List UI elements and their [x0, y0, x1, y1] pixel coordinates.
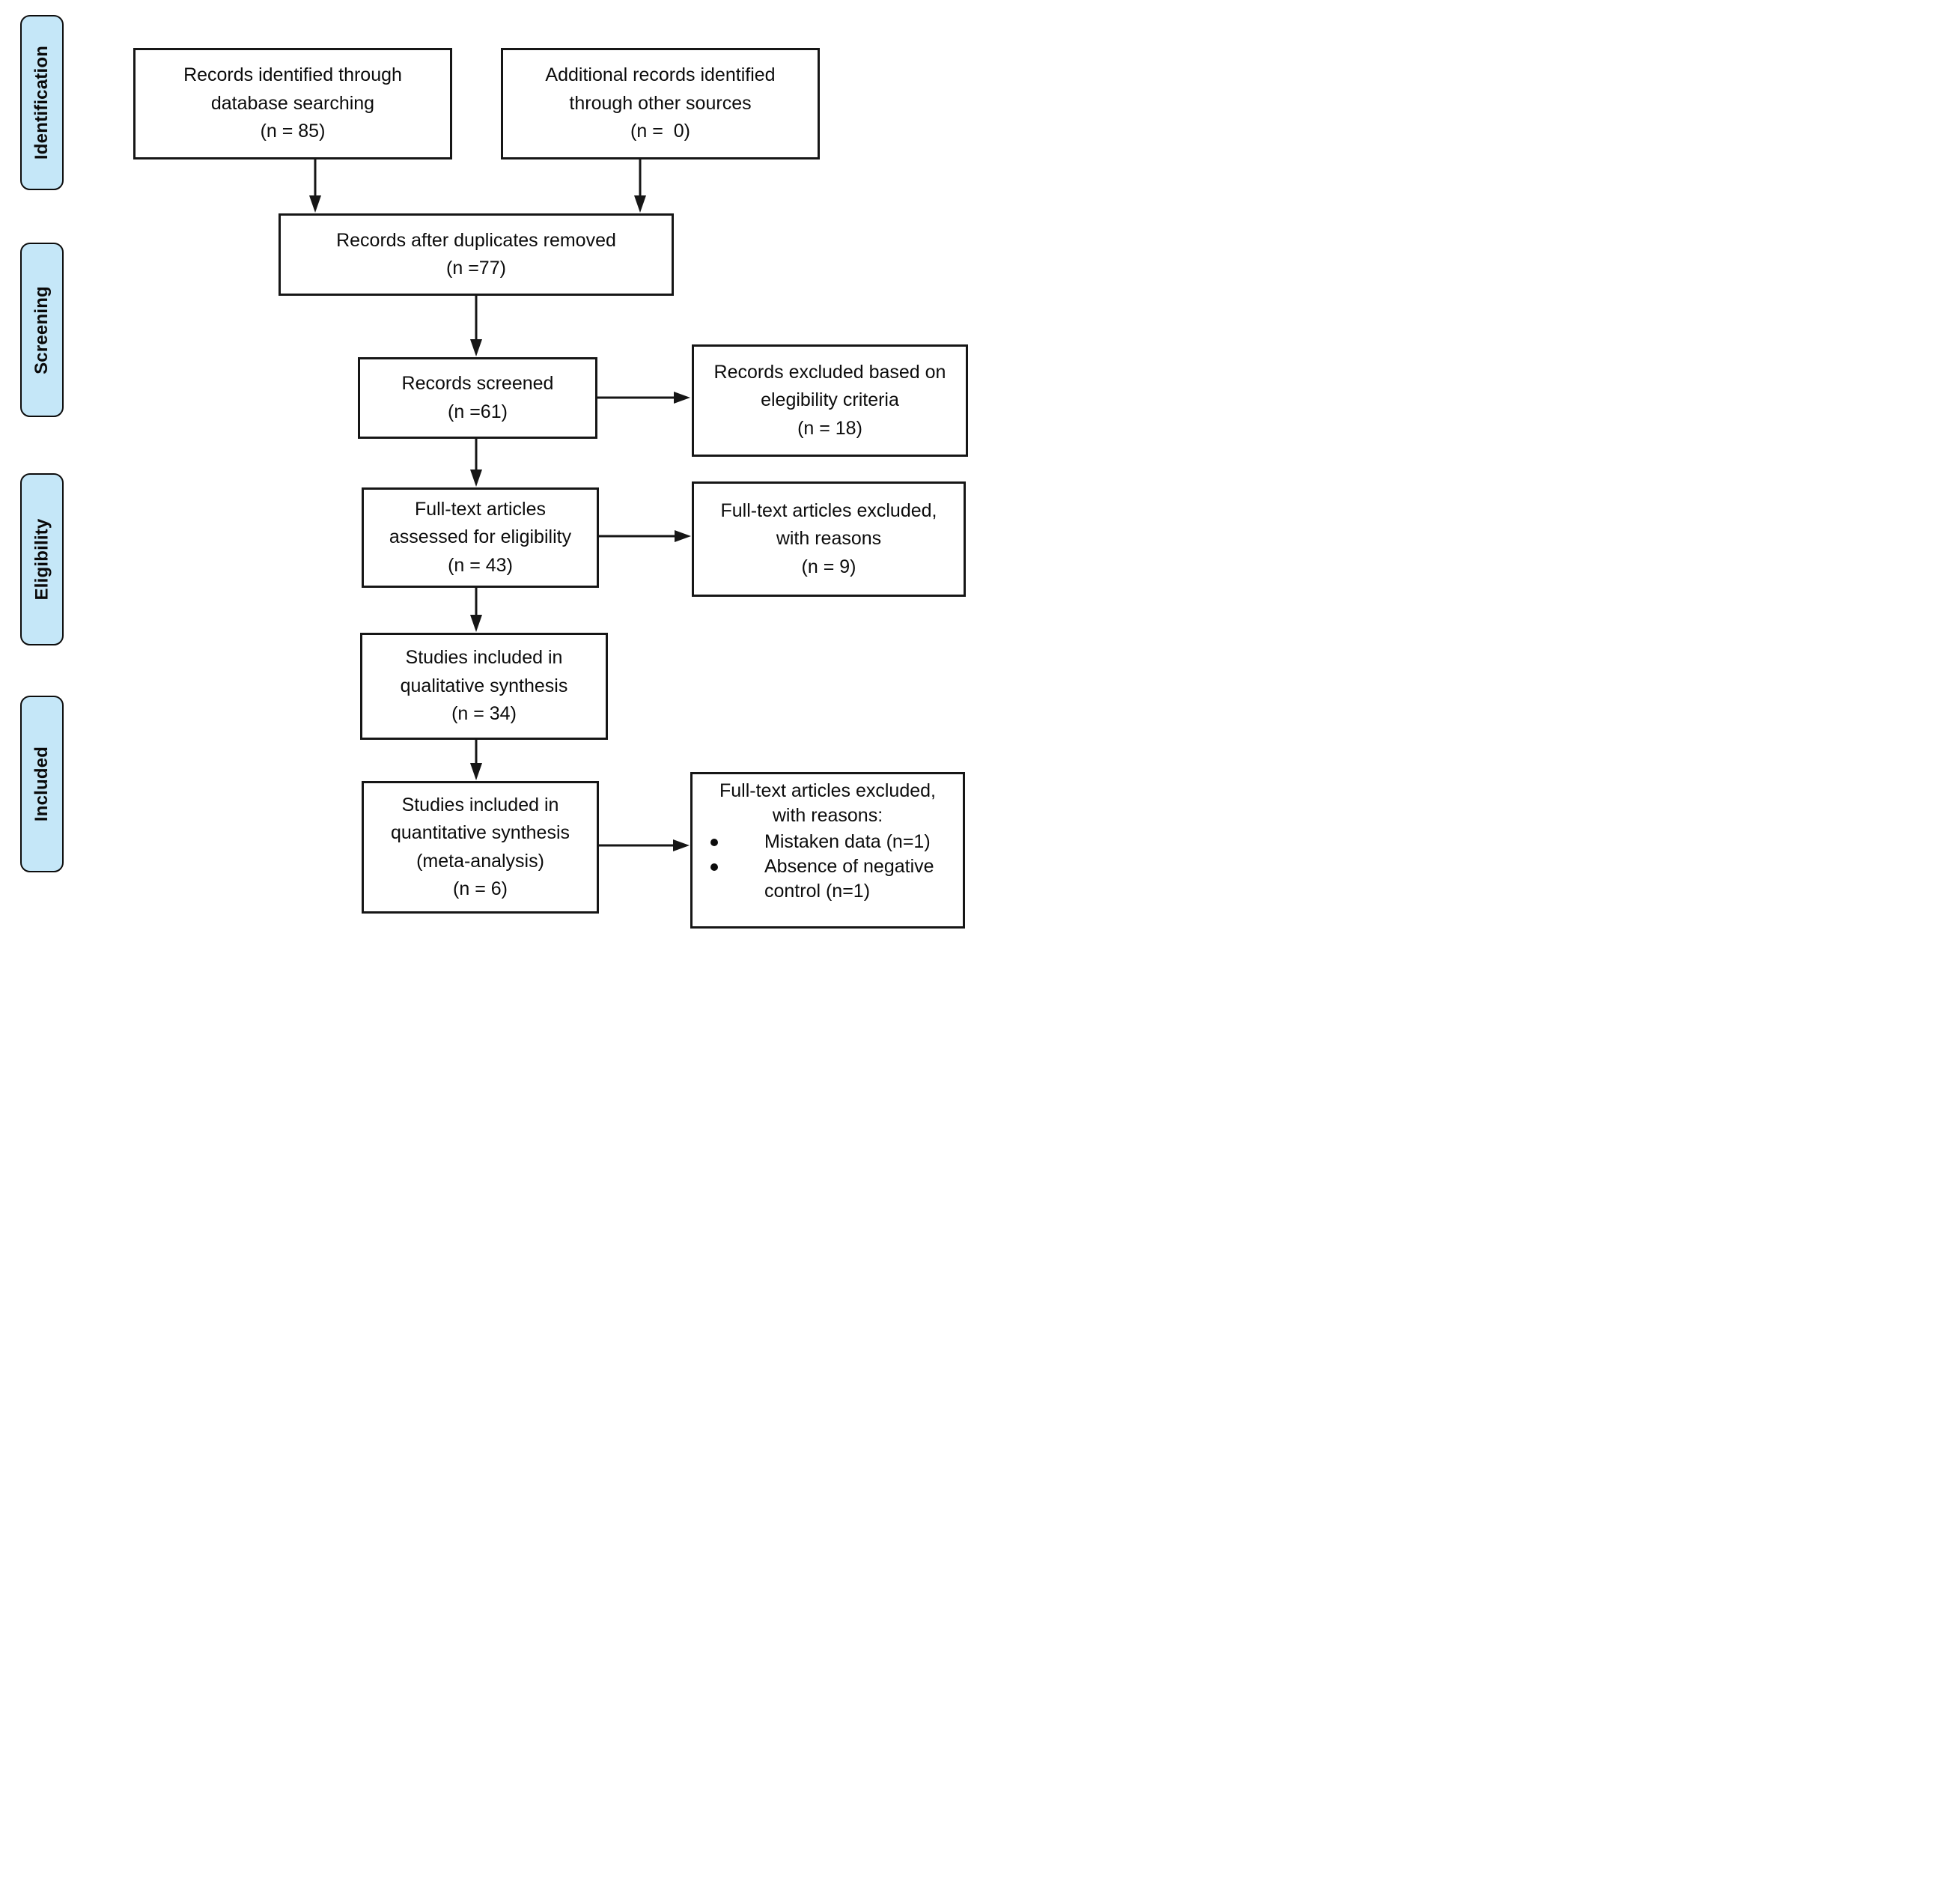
excluded-meta-bullet-list: Mistaken data (n=1) Absence of negative …: [693, 830, 963, 904]
arrow-additional-to-dedup-head: [634, 195, 646, 213]
arrow-fulltext-to-qualitative-head: [470, 615, 482, 632]
stage-identification-label: Identification: [31, 45, 52, 160]
box-quantitative-synthesis: Studies included in quantitative synthes…: [362, 781, 599, 914]
bullet-item-absence-control-text: Absence of negative control (n=1): [764, 856, 934, 902]
arrow-screened-to-excluded-head: [674, 392, 690, 404]
box-after-duplicates: Records after duplicates removed (n =77): [279, 213, 674, 296]
arrow-qualitative-to-quantitative-head: [470, 763, 482, 780]
prisma-flow-diagram: Identification Screening Eligibility Inc…: [0, 0, 980, 942]
stage-identification: Identification: [20, 15, 64, 190]
bullet-dot: [710, 839, 718, 846]
box-qualitative-synthesis-text: Studies included in qualitative synthesi…: [400, 647, 568, 725]
box-fulltext-assessed-text: Full-text articles assessed for eligibil…: [389, 498, 572, 576]
stage-eligibility-label: Eligibility: [31, 518, 52, 601]
box-qualitative-synthesis: Studies included in qualitative synthesi…: [360, 633, 608, 740]
stage-included: Included: [20, 696, 64, 872]
bullet-dot: [710, 863, 718, 871]
box-excluded-meta-heading: Full-text articles excluded, with reason…: [719, 780, 936, 826]
arrow-dedup-to-screened-head: [470, 339, 482, 356]
box-after-duplicates-text: Records after duplicates removed (n =77): [336, 229, 616, 279]
box-records-excluded-text: Records excluded based on elegibility cr…: [713, 361, 946, 439]
box-records-excluded: Records excluded based on elegibility cr…: [692, 344, 968, 457]
box-records-identified: Records identified through database sear…: [133, 48, 452, 159]
stage-screening-label: Screening: [31, 285, 52, 374]
stage-eligibility: Eligibility: [20, 473, 64, 645]
arrow-identified-to-dedup-head: [309, 195, 321, 213]
arrow-screened-to-fulltext-head: [470, 470, 482, 487]
stage-included-label: Included: [31, 746, 52, 822]
box-records-identified-text: Records identified through database sear…: [183, 64, 402, 142]
box-fulltext-excluded-text: Full-text articles excluded, with reason…: [720, 499, 937, 577]
box-records-screened: Records screened (n =61): [358, 357, 597, 439]
box-additional-records: Additional records identified through ot…: [501, 48, 820, 159]
box-records-screened-text: Records screened (n =61): [401, 373, 554, 422]
box-fulltext-excluded: Full-text articles excluded, with reason…: [692, 481, 966, 597]
box-additional-records-text: Additional records identified through ot…: [545, 64, 776, 142]
bullet-item-absence-control: Absence of negative control (n=1): [700, 854, 955, 904]
box-quantitative-synthesis-text: Studies included in quantitative synthes…: [390, 794, 570, 900]
box-excluded-meta: Full-text articles excluded, with reason…: [690, 772, 965, 929]
arrow-fulltext-to-excluded-head: [675, 530, 691, 542]
bullet-item-mistaken-data-text: Mistaken data (n=1): [764, 831, 931, 852]
stage-screening: Screening: [20, 243, 64, 417]
bullet-item-mistaken-data: Mistaken data (n=1): [700, 830, 955, 854]
box-fulltext-assessed: Full-text articles assessed for eligibil…: [362, 487, 599, 588]
arrow-quantitative-to-excluded-head: [673, 839, 690, 851]
